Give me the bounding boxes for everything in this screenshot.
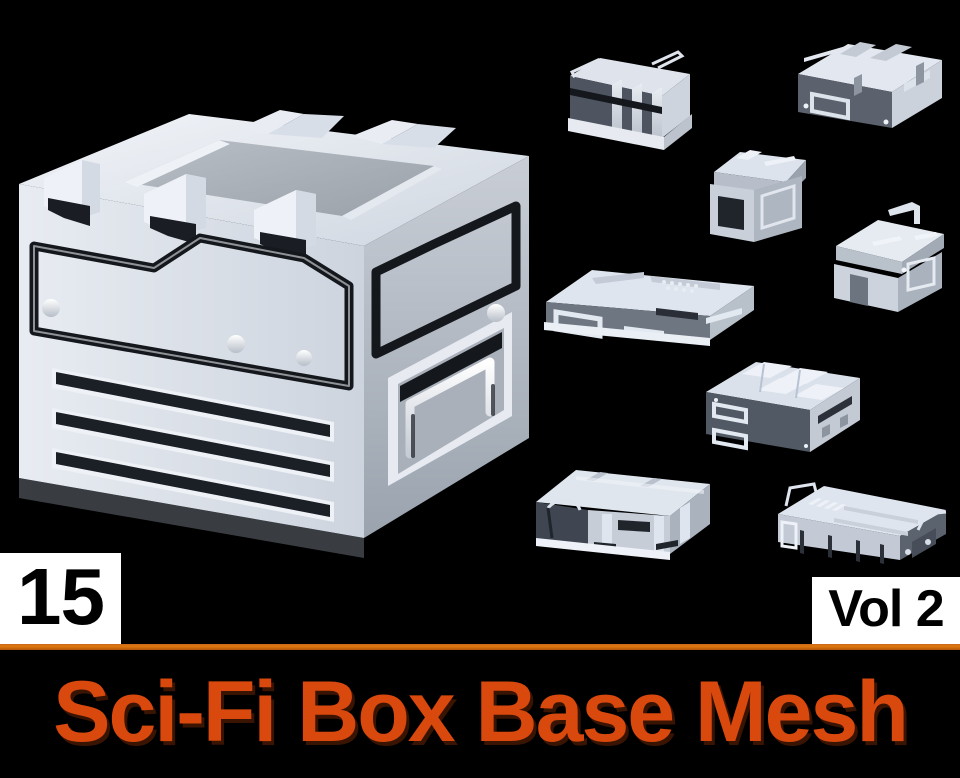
open-top-divider-bin bbox=[700, 348, 866, 466]
hero-sci-fi-crate bbox=[4, 86, 544, 558]
flat-wide-panel-crate bbox=[540, 262, 764, 360]
accent-divider bbox=[0, 644, 960, 650]
rugged-transport-case bbox=[792, 32, 948, 140]
page-title: Sci-Fi Box Base Mesh bbox=[53, 663, 909, 760]
ribbed-ammo-crate bbox=[566, 38, 696, 154]
bracketed-equipment-case bbox=[828, 202, 952, 324]
volume-badge-label: Vol 2 bbox=[828, 580, 944, 638]
crate-gallery bbox=[4, 32, 954, 570]
angled-lid-storage-box bbox=[706, 138, 814, 248]
title-bar: Sci-Fi Box Base Mesh bbox=[0, 650, 960, 778]
long-footlocker-crate bbox=[528, 458, 718, 564]
count-badge: 15 bbox=[0, 553, 121, 645]
volume-badge: Vol 2 bbox=[812, 577, 960, 645]
ribbed-long-tray-case bbox=[768, 470, 954, 570]
count-badge-label: 15 bbox=[17, 552, 105, 641]
